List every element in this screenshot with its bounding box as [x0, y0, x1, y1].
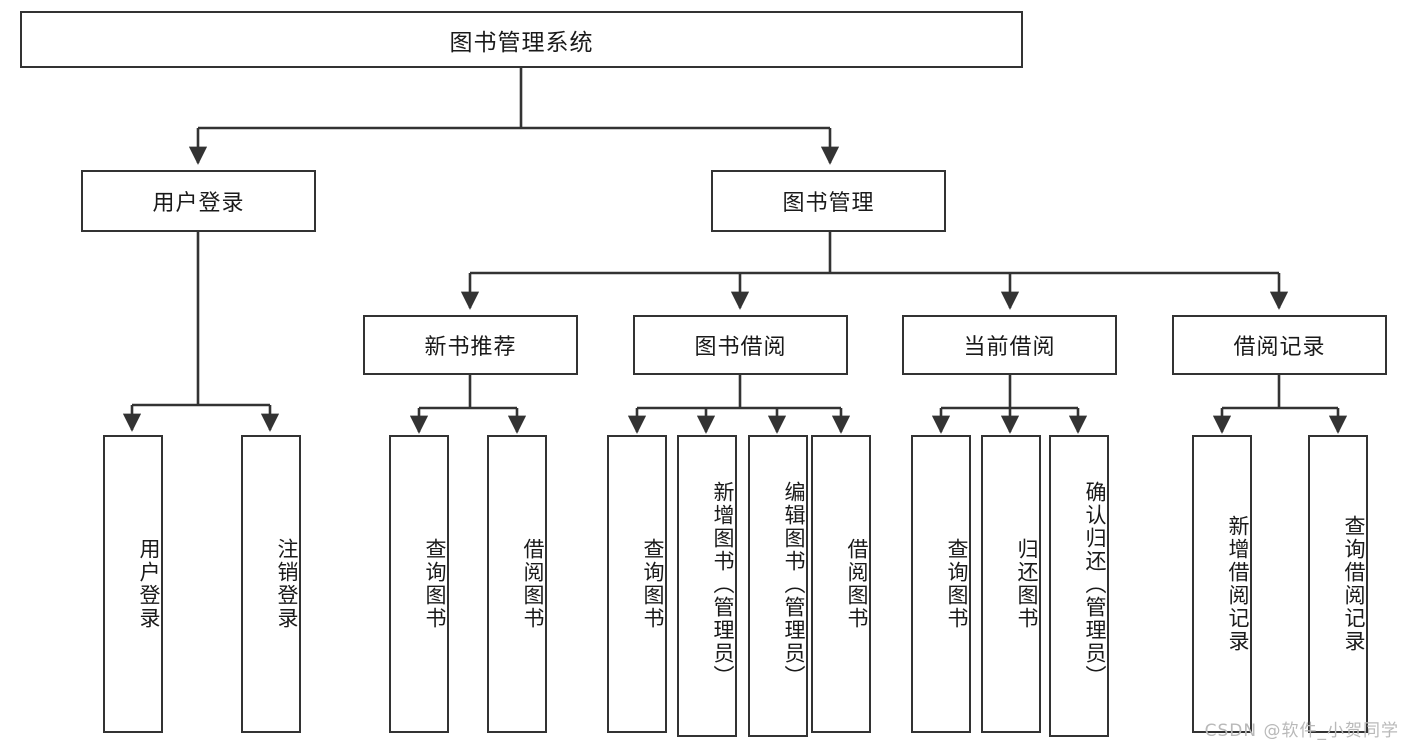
- node-label: 注销登录: [275, 538, 299, 630]
- node-label: 新增图书（管理员）: [711, 480, 735, 688]
- node-label: 查询借阅记录: [1342, 515, 1366, 653]
- node-user-login[interactable]: 用户登录: [81, 170, 316, 232]
- node-root-system[interactable]: 图书管理系统: [20, 11, 1023, 68]
- node-label: 新增借阅记录: [1226, 515, 1250, 653]
- node-label: 新书推荐: [424, 335, 517, 360]
- node-label: 借阅图书: [521, 538, 545, 630]
- node-book-management[interactable]: 图书管理: [711, 170, 946, 232]
- leaf-book-borrow-edit[interactable]: 编辑图书（管理员）: [748, 435, 808, 737]
- leaf-user-login-logout[interactable]: 注销登录: [241, 435, 301, 733]
- node-label: 编辑图书（管理员）: [782, 480, 806, 688]
- leaf-current-borrow-return[interactable]: 归还图书: [981, 435, 1041, 733]
- leaf-new-book-query[interactable]: 查询图书: [389, 435, 449, 733]
- node-label: 归还图书: [1015, 538, 1039, 630]
- node-current-borrow[interactable]: 当前借阅: [902, 315, 1117, 375]
- node-label: 查询图书: [945, 538, 969, 630]
- leaf-current-borrow-query[interactable]: 查询图书: [911, 435, 971, 733]
- node-label: 当前借阅: [963, 335, 1056, 360]
- node-label: 图书管理: [782, 191, 875, 216]
- node-label: 确认归还（管理员）: [1083, 480, 1107, 688]
- node-label: 用户登录: [152, 191, 245, 216]
- node-label: 图书借阅: [694, 335, 787, 360]
- node-label: 借阅图书: [845, 538, 869, 630]
- node-label: 查询图书: [641, 538, 665, 630]
- node-label: 图书管理系统: [449, 29, 594, 56]
- watermark-text: CSDN @软件_小贺同学: [1204, 721, 1399, 741]
- leaf-book-borrow-borrow[interactable]: 借阅图书: [811, 435, 871, 733]
- node-label: 查询图书: [423, 538, 447, 630]
- leaf-user-login-login[interactable]: 用户登录: [103, 435, 163, 733]
- leaf-borrow-record-query[interactable]: 查询借阅记录: [1308, 435, 1368, 733]
- leaf-borrow-record-add[interactable]: 新增借阅记录: [1192, 435, 1252, 733]
- node-label: 借阅记录: [1233, 335, 1326, 360]
- node-new-book-recommend[interactable]: 新书推荐: [363, 315, 578, 375]
- leaf-new-book-borrow[interactable]: 借阅图书: [487, 435, 547, 733]
- node-book-borrow[interactable]: 图书借阅: [633, 315, 848, 375]
- node-borrow-record[interactable]: 借阅记录: [1172, 315, 1387, 375]
- leaf-book-borrow-add[interactable]: 新增图书（管理员）: [677, 435, 737, 737]
- leaf-current-borrow-confirm[interactable]: 确认归还（管理员）: [1049, 435, 1109, 737]
- leaf-book-borrow-query[interactable]: 查询图书: [607, 435, 667, 733]
- node-label: 用户登录: [137, 538, 161, 630]
